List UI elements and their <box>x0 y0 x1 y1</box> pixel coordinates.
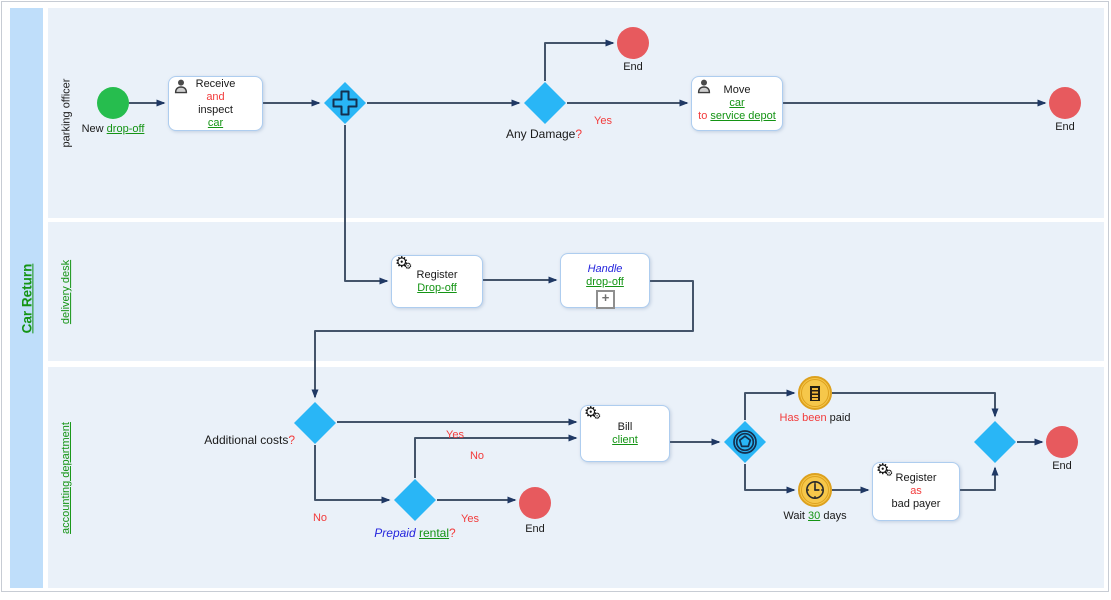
pool-title: Car Return <box>19 263 35 333</box>
event-based-gateway[interactable] <box>723 420 767 464</box>
task-label-line: Register <box>895 472 937 484</box>
end-event-prepaid[interactable] <box>519 487 551 519</box>
task-label-line: as <box>910 485 922 497</box>
event-label-wait-30-days: Wait 30 days <box>783 510 847 522</box>
end-event-label: End <box>525 523 545 535</box>
parallel-gateway-icon <box>324 82 366 124</box>
flow-label-yes: Yes <box>594 115 612 127</box>
event-gateway-icon <box>724 421 766 463</box>
intermediate-event-has-been-paid[interactable] <box>798 376 832 410</box>
flow-label-no: No <box>469 450 485 462</box>
end-event-label: End <box>1055 121 1075 133</box>
task-label-line: Drop-off <box>417 281 457 294</box>
task-label-line: drop-off <box>586 275 624 288</box>
task-label-line: Bill <box>617 420 633 433</box>
exclusive-gateway-additional-costs[interactable] <box>293 401 337 445</box>
event-label-has-been-paid: Has been paid <box>779 412 851 424</box>
parallel-gateway[interactable] <box>323 81 367 125</box>
task-register-dropoff[interactable]: ⚙⚙ Register Drop-off <box>391 255 483 308</box>
subprocess-plus-icon[interactable]: + <box>596 290 615 309</box>
flow-label-yes: Yes <box>461 513 479 525</box>
task-label-line: to service depot <box>698 110 776 122</box>
task-label-line: and <box>206 90 225 103</box>
gears-icon: ⚙⚙ <box>584 403 602 422</box>
task-receive-and-inspect-car[interactable]: Receive and inspect car <box>168 76 263 131</box>
user-icon <box>696 78 712 98</box>
flow-label-yes: Yes <box>446 429 464 441</box>
end-event-parking[interactable] <box>1049 87 1081 119</box>
task-label-line: car <box>207 116 224 129</box>
pool-header-car-return: Car Return <box>10 8 43 588</box>
end-event-final[interactable] <box>1046 426 1078 458</box>
end-event-label: End <box>623 61 643 73</box>
task-register-as-bad-payer[interactable]: ⚙⚙ Register as bad payer <box>872 462 960 521</box>
task-label-line: Receive <box>195 77 236 90</box>
gears-icon: ⚙⚙ <box>876 460 894 479</box>
start-event-new-dropoff[interactable] <box>97 87 129 119</box>
gateway-label-prepaid-rental: Prepaid rental? <box>374 526 456 540</box>
exclusive-gateway-any-damage[interactable] <box>523 81 567 125</box>
start-event-label: New drop-off <box>81 123 145 135</box>
end-event-damage[interactable] <box>617 27 649 59</box>
ledger-icon <box>810 385 820 401</box>
gateway-label-additional-costs: Additional costs? <box>204 433 295 447</box>
end-event-label: End <box>1052 460 1072 472</box>
lane-label-accounting-department: accounting department <box>60 421 73 534</box>
task-label-line: Register <box>416 268 458 281</box>
lane-label-delivery-desk: delivery desk <box>60 259 73 324</box>
clock-icon <box>806 481 824 499</box>
merge-gateway[interactable] <box>973 420 1017 464</box>
user-icon <box>173 78 189 98</box>
gears-icon: ⚙⚙ <box>395 253 413 272</box>
task-label-line: inspect <box>198 103 233 116</box>
task-bill-client[interactable]: ⚙⚙ Bill client <box>580 405 670 462</box>
task-label-line: car <box>729 97 745 109</box>
task-label-line: Handle <box>587 262 623 275</box>
task-move-car-to-service-depot[interactable]: Move car to service depot <box>691 76 783 131</box>
task-label-line: Move <box>723 84 751 96</box>
intermediate-timer-event[interactable] <box>798 473 832 507</box>
exclusive-gateway-prepaid-rental[interactable] <box>393 478 437 522</box>
lane-label-parking-officer: parking officer <box>60 78 73 148</box>
gateway-label-any-damage: Any Damage? <box>505 127 583 141</box>
task-label-line: client <box>612 433 638 446</box>
task-label-line: bad payer <box>891 498 941 510</box>
flow-label-no: No <box>312 512 328 524</box>
